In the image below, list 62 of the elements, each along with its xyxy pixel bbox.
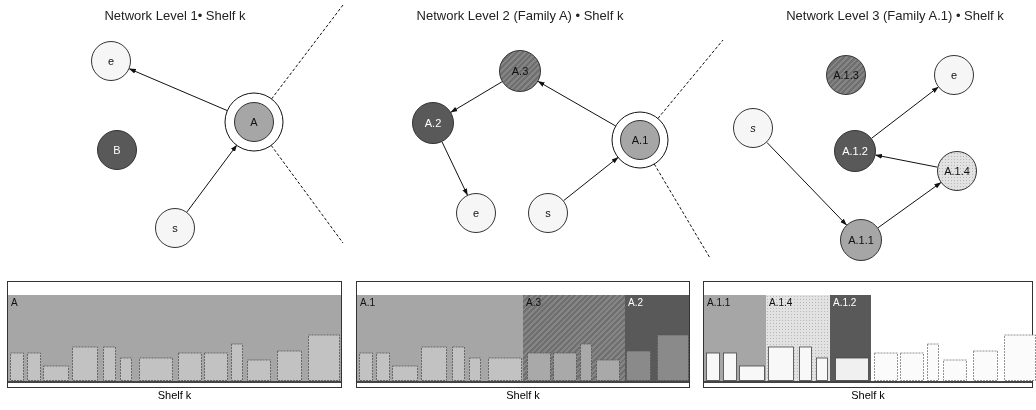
node-circle — [934, 55, 974, 95]
node-label: e — [107, 55, 115, 67]
node-label: A.1.3 — [833, 69, 859, 81]
segment-label: A — [11, 297, 18, 308]
node-label: A — [250, 116, 258, 128]
panel-title: Network Level 3 (Family A.1) • Shelf k — [786, 8, 1004, 23]
node-label: s — [750, 122, 756, 134]
node-label: s — [545, 207, 551, 219]
node-circle — [528, 193, 568, 233]
node-label: e — [472, 207, 480, 219]
shelf-segment — [8, 295, 341, 381]
node-label: A.1.4 — [944, 165, 970, 177]
panel-title: Network Level 2 (Family A) • Shelf k — [416, 8, 624, 23]
dashed-line — [653, 163, 711, 259]
shelf-segment — [704, 295, 766, 381]
arrow — [128, 68, 228, 112]
dashed-line — [271, 4, 344, 100]
node-circle — [826, 55, 866, 95]
node-label: A.3 — [511, 65, 529, 77]
node-circle — [412, 102, 454, 144]
node-circle — [97, 130, 137, 170]
node-label: A.2 — [424, 117, 442, 129]
panel-title: Network Level 1• Shelf k — [104, 8, 246, 23]
arrow — [441, 141, 468, 196]
dashed-line — [657, 39, 724, 119]
segment-label: A.1.2 — [833, 297, 857, 308]
node-label: s — [172, 222, 178, 234]
node-circle — [155, 208, 195, 248]
shelf-segment — [625, 295, 689, 381]
segment-label: A.1.4 — [769, 297, 793, 308]
node-label: A.1 — [631, 134, 649, 146]
node-label: A.1.1 — [848, 234, 874, 246]
shelf-caption: Shelf k — [157, 389, 192, 401]
arrow — [450, 81, 503, 113]
node-circle — [499, 50, 541, 92]
arrow — [563, 156, 619, 202]
arrow — [874, 153, 938, 168]
node-label: B — [113, 144, 121, 156]
node-circle — [456, 193, 496, 233]
arrow — [871, 86, 939, 139]
shelf-caption: Shelf k — [851, 389, 885, 401]
node-circle — [733, 108, 773, 148]
arrow — [877, 182, 942, 229]
shelf-segment — [766, 295, 830, 381]
node-circle — [840, 219, 882, 261]
node-circle — [91, 41, 131, 81]
segment-label: A.1 — [360, 297, 375, 308]
node-label: A.1.2 — [842, 145, 868, 157]
arrow — [537, 80, 617, 127]
segment-label: A.2 — [628, 297, 643, 308]
segment-label: A.3 — [526, 297, 541, 308]
shelf-caption: Shelf k — [506, 389, 540, 401]
node-circle — [937, 151, 977, 191]
shelf-segment — [830, 295, 871, 381]
arrow — [766, 141, 847, 226]
dashed-line — [270, 144, 344, 244]
shelf-segment — [523, 295, 625, 381]
shelf-segment — [357, 295, 523, 381]
node-label: e — [950, 69, 958, 81]
segment-label: A.1.1 — [707, 297, 731, 308]
arrow — [186, 144, 238, 213]
node-circle — [834, 130, 876, 172]
